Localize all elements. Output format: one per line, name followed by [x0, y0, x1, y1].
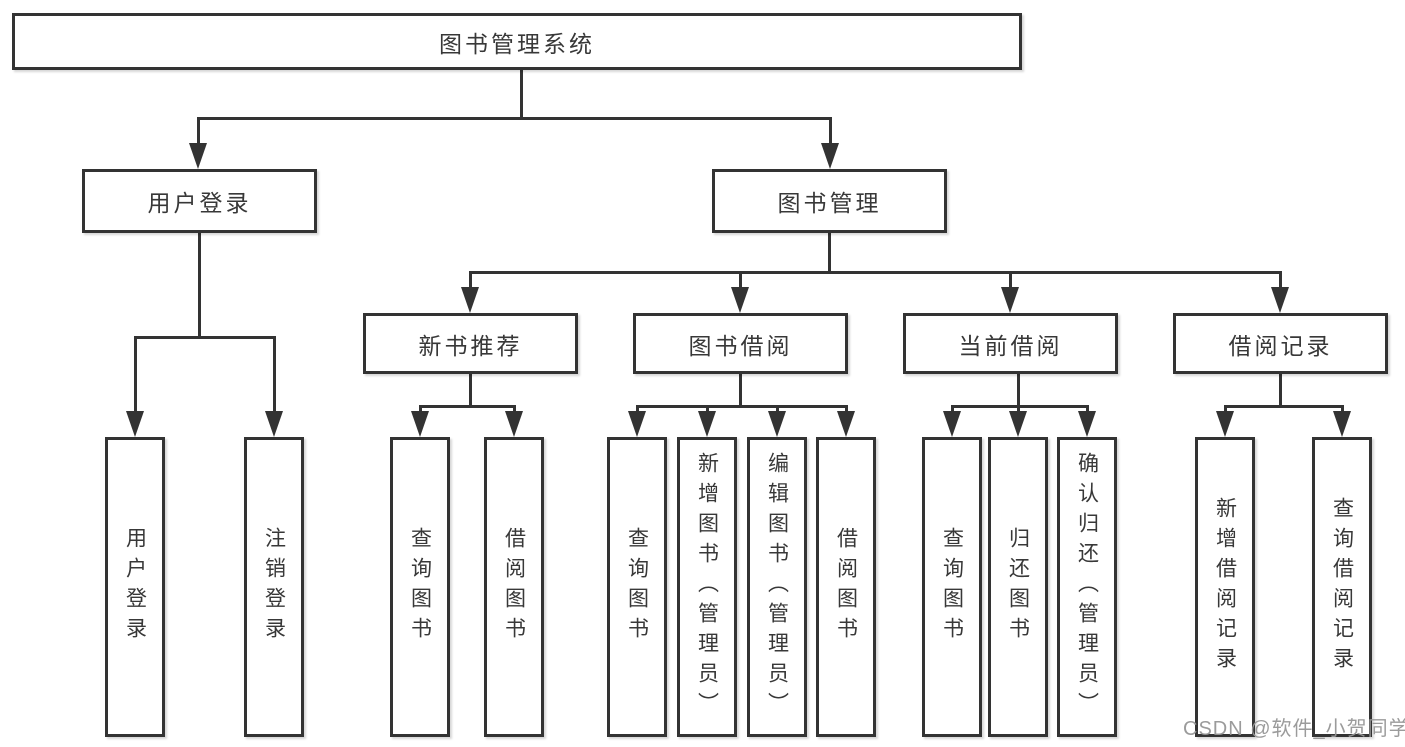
arrowhead: [1009, 411, 1027, 437]
node-leaf-borrow-books-borrowing: 借阅图书: [816, 437, 876, 737]
node-label: 图书管理: [777, 190, 882, 216]
connector-line: [1086, 405, 1089, 415]
node-label: 用户登录: [123, 527, 147, 647]
node-leaf-edit-books-admin: 编辑图书（管理员）: [747, 437, 807, 737]
node-leaf-add-borrow-record: 新增借阅记录: [1195, 437, 1255, 737]
connector-line: [1341, 405, 1344, 415]
node-label: 查询图书: [940, 527, 964, 647]
node-book-borrowing: 图书借阅: [633, 313, 848, 374]
node-borrowing-records: 借阅记录: [1173, 313, 1388, 374]
connector-line: [636, 405, 639, 415]
connector-line: [134, 336, 137, 414]
node-leaf-query-books-borrowing: 查询图书: [607, 437, 667, 737]
arrowhead: [1001, 287, 1019, 313]
connector-line: [828, 231, 831, 274]
node-library-management-system: 图书管理系统: [12, 13, 1022, 70]
arrowhead: [1216, 411, 1234, 437]
connector-line: [1279, 271, 1282, 291]
node-label: 用户登录: [147, 190, 252, 216]
node-label: 归还图书: [1006, 527, 1030, 647]
connector-line: [776, 405, 779, 415]
arrowhead: [411, 411, 429, 437]
node-leaf-query-books-current: 查询图书: [922, 437, 982, 737]
connector-line: [197, 117, 832, 120]
node-label: 确认归还（管理员）: [1075, 452, 1099, 722]
node-label: 新增借阅记录: [1213, 497, 1237, 677]
node-label: 新增图书（管理员）: [695, 452, 719, 722]
node-leaf-user-login: 用户登录: [105, 437, 165, 737]
connector-line: [1009, 271, 1012, 291]
connector-line: [419, 405, 422, 415]
arrowhead: [698, 411, 716, 437]
node-label: 查询借阅记录: [1330, 497, 1354, 677]
arrowhead: [189, 143, 207, 169]
node-leaf-return-books: 归还图书: [988, 437, 1048, 737]
watermark: CSDN @软件_小贺同学: [1183, 718, 1405, 740]
connector-line: [845, 405, 848, 415]
arrowhead: [1271, 287, 1289, 313]
connector-line: [513, 405, 516, 415]
node-leaf-query-books-recommend: 查询图书: [390, 437, 450, 737]
node-label: 当前借阅: [958, 332, 1063, 359]
node-label: 查询图书: [408, 527, 432, 647]
node-label: 新书推荐: [418, 332, 523, 359]
connector-line: [1017, 405, 1020, 415]
connector-line: [951, 405, 954, 415]
node-leaf-confirm-return-admin: 确认归还（管理员）: [1057, 437, 1117, 737]
connector-line: [469, 271, 1282, 274]
connector-line: [1279, 372, 1282, 408]
arrowhead: [821, 143, 839, 169]
node-leaf-borrow-books-recommend: 借阅图书: [484, 437, 544, 737]
connector-line: [739, 271, 742, 291]
connector-line: [419, 405, 516, 408]
connector-line: [273, 336, 276, 414]
arrowhead: [768, 411, 786, 437]
connector-line: [1017, 372, 1020, 408]
node-label: 借阅图书: [502, 527, 526, 647]
arrowhead: [505, 411, 523, 437]
node-label: 编辑图书（管理员）: [765, 452, 789, 722]
connector-line: [1224, 405, 1227, 415]
connector-line: [197, 117, 200, 146]
node-label: 图书借阅: [688, 332, 793, 359]
node-leaf-query-borrow-record: 查询借阅记录: [1312, 437, 1372, 737]
node-label: 借阅图书: [834, 527, 858, 647]
arrowhead: [731, 287, 749, 313]
connector-line: [1224, 405, 1344, 408]
connector-line: [520, 70, 523, 119]
node-label: 图书管理系统: [439, 30, 595, 57]
arrowhead: [1078, 411, 1096, 437]
arrowhead: [943, 411, 961, 437]
arrowhead: [837, 411, 855, 437]
node-new-book-recommendation: 新书推荐: [363, 313, 578, 374]
connector-line: [829, 117, 832, 146]
node-label: 查询图书: [625, 527, 649, 647]
node-leaf-add-books-admin: 新增图书（管理员）: [677, 437, 737, 737]
connector-line: [469, 271, 472, 291]
arrowhead: [1333, 411, 1351, 437]
connector-line: [706, 405, 709, 415]
connector-line: [636, 405, 848, 408]
arrowhead: [126, 411, 144, 437]
connector-line: [739, 372, 742, 408]
node-leaf-logout: 注销登录: [244, 437, 304, 737]
node-label: 注销登录: [262, 527, 286, 647]
arrowhead: [628, 411, 646, 437]
arrowhead: [265, 411, 283, 437]
arrowhead: [461, 287, 479, 313]
connector-line: [134, 336, 276, 339]
node-current-borrowing: 当前借阅: [903, 313, 1118, 374]
connector-line: [198, 231, 201, 339]
node-label: 借阅记录: [1228, 332, 1333, 359]
connector-line: [469, 372, 472, 408]
node-user-login: 用户登录: [82, 169, 317, 233]
node-book-management: 图书管理: [712, 169, 947, 233]
connector-line: [951, 405, 1089, 408]
